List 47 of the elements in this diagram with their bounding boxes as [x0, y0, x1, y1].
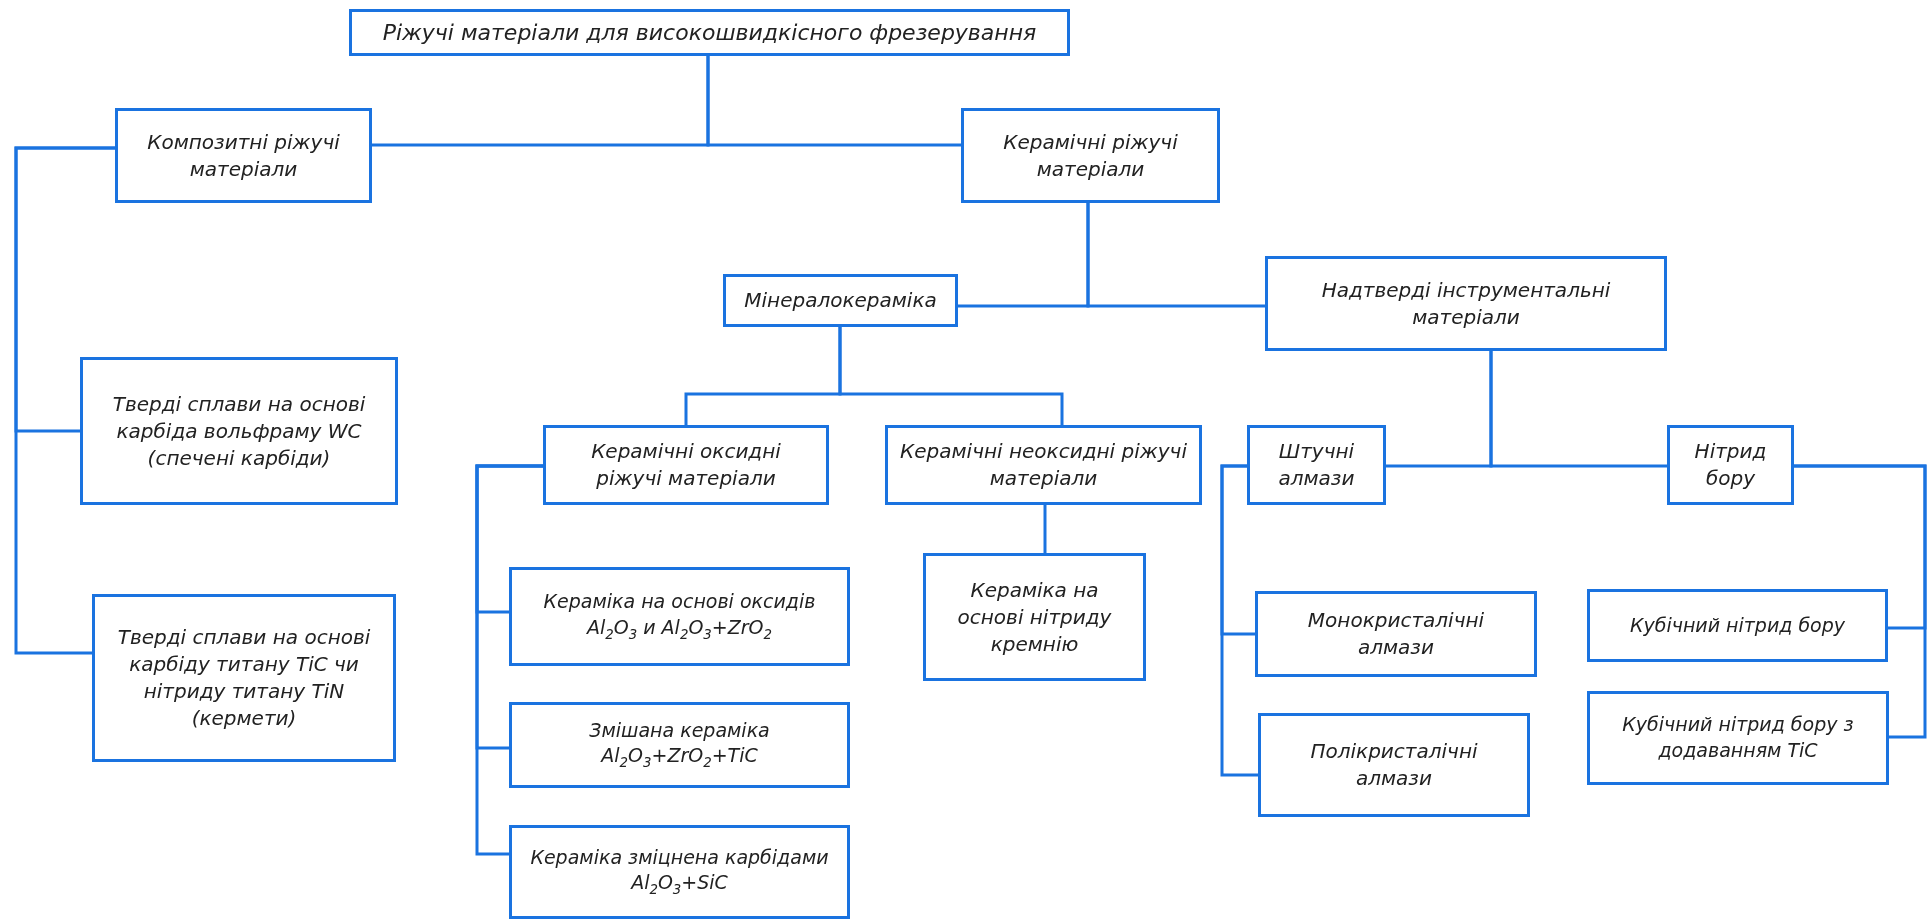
category-box: [1255, 591, 1537, 677]
category-label: Тверді сплави на основі карбіду титану TiC чи нітриду титану TiN (кермети): [116, 624, 372, 732]
category-box: [115, 108, 372, 203]
category-label: Надтверді інструментальні матеріали: [1320, 276, 1612, 331]
category-box: [885, 425, 1202, 505]
connector-line: [1489, 351, 1667, 468]
category-label: Мінералокераміка: [744, 287, 937, 314]
category-label: Композитні ріжучі матеріали: [146, 128, 341, 183]
category-label: Штучні алмази: [1277, 438, 1356, 492]
category-label: Кубічний нітрид бору з додаванням TiC: [1621, 712, 1855, 763]
category-box: [509, 825, 850, 919]
category-box: [509, 567, 850, 666]
category-box: [723, 274, 958, 327]
category-box: [923, 553, 1146, 681]
connector-line: [838, 327, 1064, 425]
category-label: Полікристалічні алмази: [1309, 738, 1479, 792]
category-box: [961, 108, 1220, 203]
category-box: [1258, 713, 1530, 817]
category-box: [1587, 589, 1888, 662]
category-label: Керамічні ріжучі матеріали: [1002, 128, 1179, 183]
category-label: Ріжучі матеріали для високошвидкісного фрезерування: [382, 18, 1037, 47]
category-label: Нітрид бору: [1693, 438, 1768, 492]
category-label: Кераміка на основі нітриду кремнію: [956, 576, 1113, 658]
connector-line: [1043, 505, 1047, 553]
category-box: [349, 9, 1070, 56]
category-label: Монокристалічні алмази: [1306, 607, 1486, 661]
connector-line: [1086, 203, 1265, 308]
category-box: [80, 357, 398, 505]
category-box: [1247, 425, 1386, 505]
connector-line: [14, 146, 115, 655]
connector-line: [1220, 464, 1258, 777]
category-label: Кубічний нітрид бору: [1629, 612, 1846, 638]
category-box: [1265, 256, 1667, 351]
category-box: [1587, 691, 1889, 785]
category-label: Змішана кераміка Al$_{2}$O$_{3}$+ZrO$_{2}$+TiC: [588, 717, 771, 773]
category-box: [92, 594, 396, 762]
category-box: [543, 425, 829, 505]
category-label: Тверді сплави на основі карбіда вольфраму WC (спечені карбіди): [111, 390, 367, 472]
connector-line: [706, 56, 961, 147]
category-label: Керамічні неоксидні ріжучі матеріали: [899, 438, 1188, 492]
category-label: Кераміка зміцнена карбідами Al$_{2}$O$_{3}$+SiC: [529, 844, 830, 900]
category-box: [1667, 425, 1794, 505]
connector-line: [475, 464, 543, 856]
category-label: Керамічні оксидні ріжучі матеріали: [590, 438, 782, 492]
category-label: Кераміка на основі оксидів Al$_{2}$O$_{3}$ и Al$_{2}$O$_{3}$+ZrO$_{2}$: [542, 589, 817, 644]
connector-line: [1794, 464, 1927, 739]
category-box: [509, 702, 850, 788]
